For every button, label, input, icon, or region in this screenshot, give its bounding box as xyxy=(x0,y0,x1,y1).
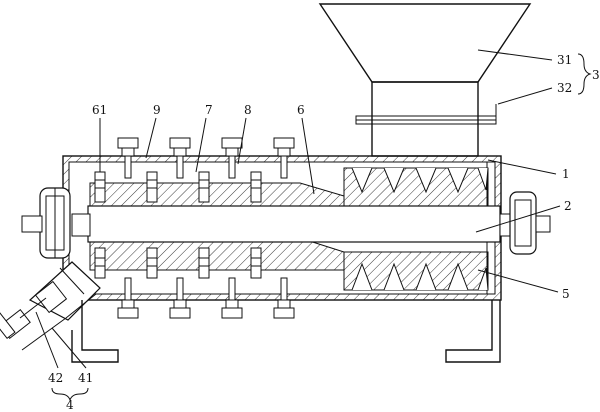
support-legs xyxy=(71,300,501,363)
label-4: 4 xyxy=(66,398,74,412)
main-shaft xyxy=(71,205,515,243)
bolt xyxy=(273,277,295,319)
part-labels: 61 9 7 8 6 31 32 3 1 2 5 42 41 4 xyxy=(48,53,600,412)
label-32: 32 xyxy=(557,81,572,95)
label-2: 2 xyxy=(564,199,572,213)
discharge-chute xyxy=(0,261,101,351)
label-6: 6 xyxy=(297,103,305,117)
bolt xyxy=(273,137,295,179)
bolt xyxy=(169,277,191,319)
label-31: 31 xyxy=(557,53,572,67)
label-1: 1 xyxy=(562,167,570,181)
bottom-bolts xyxy=(117,277,295,319)
feed-hopper xyxy=(318,3,532,157)
label-61: 61 xyxy=(92,103,107,117)
label-9: 9 xyxy=(153,103,161,117)
label-5: 5 xyxy=(562,287,570,301)
label-8: 8 xyxy=(244,103,252,117)
label-7: 7 xyxy=(205,103,213,117)
lower-pins xyxy=(94,247,262,279)
leader-lines xyxy=(35,49,592,402)
top-bolts xyxy=(117,137,295,179)
label-41: 41 xyxy=(78,371,93,385)
label-3: 3 xyxy=(592,68,600,82)
right-pulley xyxy=(509,191,551,255)
bolt xyxy=(169,137,191,179)
bolt xyxy=(117,277,139,319)
bolt xyxy=(221,277,243,319)
bolt xyxy=(117,137,139,179)
label-42: 42 xyxy=(48,371,63,385)
left-pulley xyxy=(21,187,71,259)
adjust-wheel xyxy=(0,297,47,340)
